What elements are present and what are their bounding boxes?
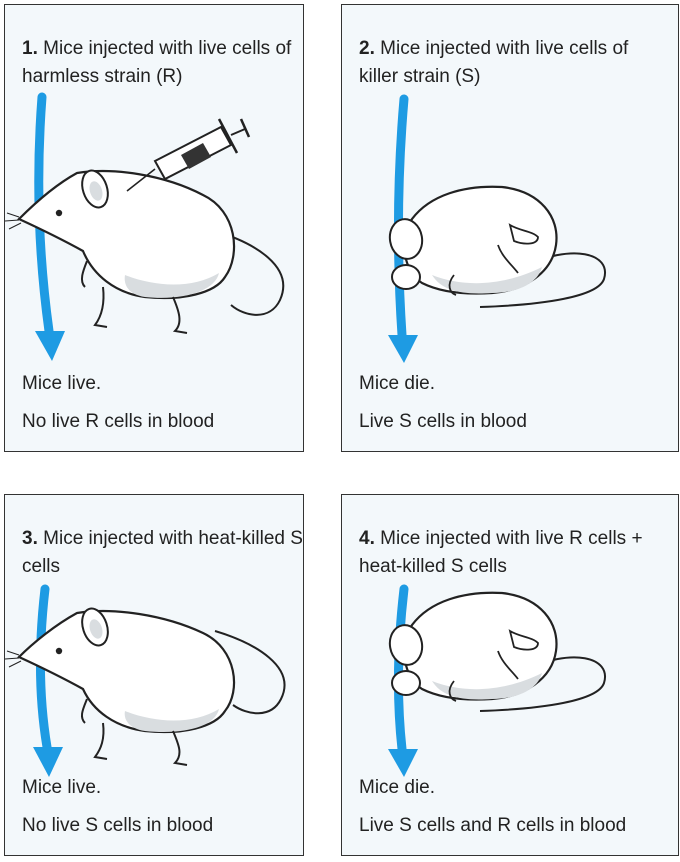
panel-1-title: Mice injected with live cells of harmles…: [22, 38, 291, 87]
panel-2-blood: Live S cells in blood: [359, 411, 527, 433]
panel-experiment-3: 3. Mice injected with heat-killed S cell…: [4, 494, 304, 856]
panel-1-number: 1.: [22, 38, 38, 59]
panel-2-caption: 2. Mice injected with live cells of kill…: [359, 35, 659, 91]
panel-2-number: 2.: [359, 38, 375, 59]
panel-1-outcome: Mice live.: [22, 373, 101, 395]
panel-4-caption: 4. Mice injected with live R cells + hea…: [359, 525, 659, 581]
panel-1-caption: 1. Mice injected with live cells of harm…: [22, 35, 322, 91]
panel-3-title: Mice injected with heat-killed S cells: [22, 528, 303, 577]
panel-experiment-2: 2. Mice injected with live cells of kill…: [341, 4, 679, 452]
panel-3-blood: No live S cells in blood: [22, 815, 213, 837]
panel-4-outcome: Mice die.: [359, 777, 435, 799]
panel-experiment-1: 1. Mice injected with live cells of harm…: [4, 4, 304, 452]
panel-2-outcome: Mice die.: [359, 373, 435, 395]
down-arrow-icon: [33, 589, 63, 777]
panel-3-outcome: Mice live.: [22, 777, 101, 799]
panel-experiment-4: 4. Mice injected with live R cells + hea…: [341, 494, 679, 856]
panel-1-blood: No live R cells in blood: [22, 411, 214, 433]
panel-4-number: 4.: [359, 528, 375, 549]
panel-3-number: 3.: [22, 528, 38, 549]
panel-4-title: Mice injected with live R cells + heat-k…: [359, 528, 643, 577]
dead-mouse-icon: [387, 593, 605, 711]
dead-mouse-icon: [387, 187, 605, 307]
panel-3-caption: 3. Mice injected with heat-killed S cell…: [22, 525, 322, 581]
panel-2-title: Mice injected with live cells of killer …: [359, 38, 628, 87]
panel-4-blood: Live S cells and R cells in blood: [359, 815, 626, 837]
